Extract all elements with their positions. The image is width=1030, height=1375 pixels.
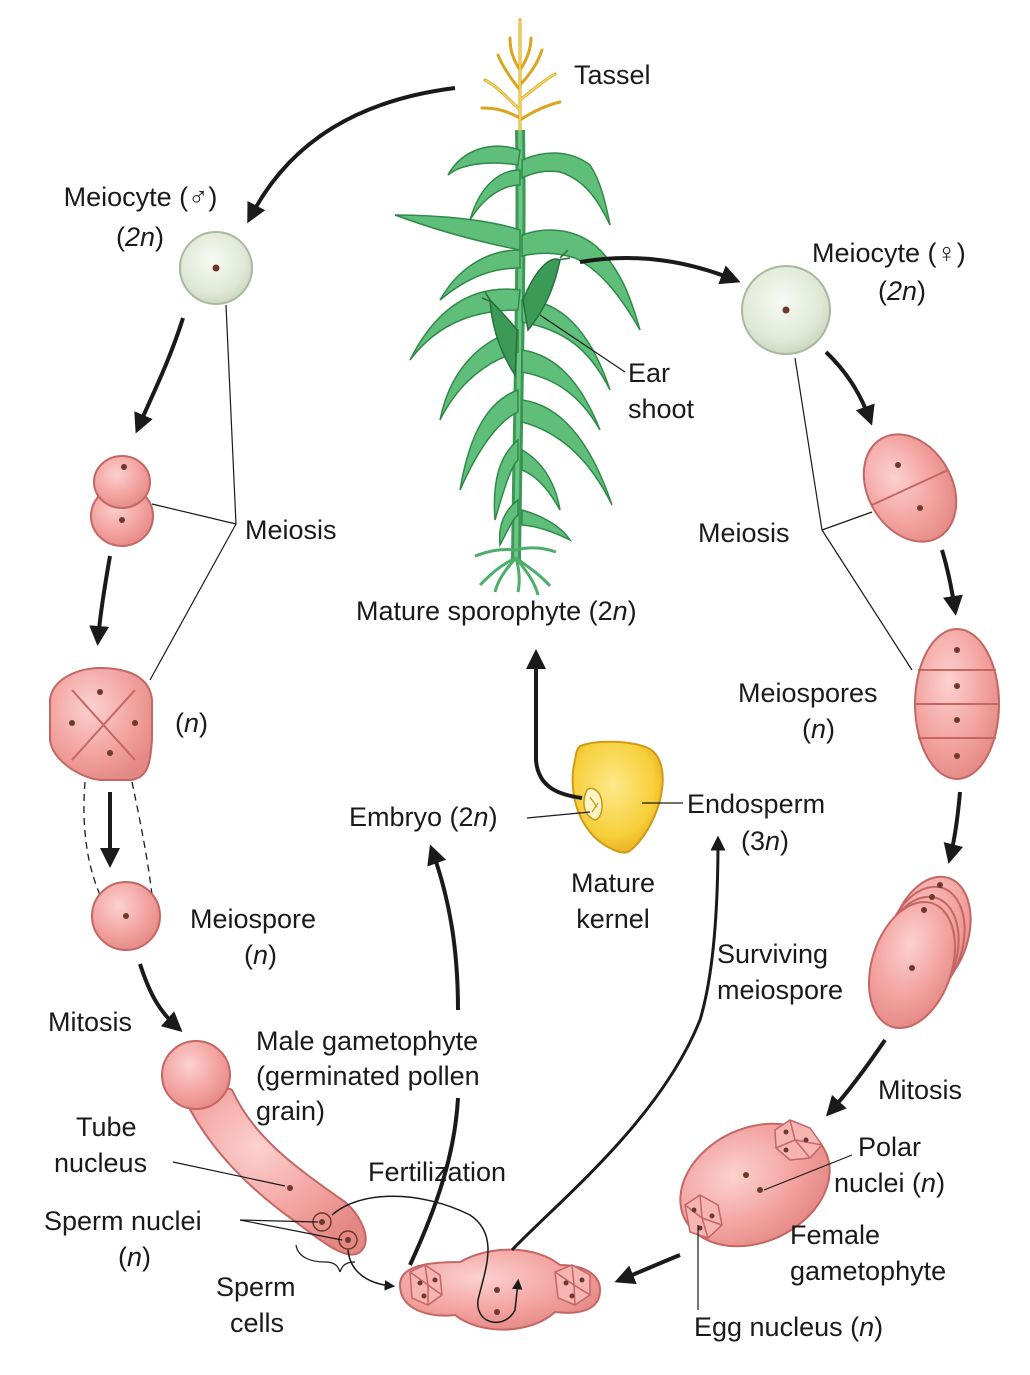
female-gametophyte-label-2: gametophyte <box>790 1256 947 1286</box>
polar-nuclei-text: nuclei ( <box>834 1168 922 1198</box>
male-meiospore-nucleus <box>123 913 129 919</box>
embryo-label: Embryo (2n) <box>349 802 498 832</box>
meiospore-ploidy: (n) <box>244 940 278 970</box>
male-meiocyte-nucleus <box>212 264 220 272</box>
endosperm-ploidy: (3n) <box>741 826 790 856</box>
polar-nuclei-n: n <box>921 1168 937 1198</box>
male-meiocyte-label: Meiocyte (♂) <box>63 182 218 212</box>
tube-nucleus-label-1: Tube <box>76 1112 137 1142</box>
tetrad-ploidy-label: (n) <box>175 708 209 738</box>
arrow-female-meiocyte-to-dyad <box>824 350 875 426</box>
corn-plant <box>394 18 641 596</box>
male-gametophyte-label-2: (germinated pollen <box>256 1061 480 1091</box>
mature-sporophyte-n: n <box>612 596 628 626</box>
mature-sporophyte-label: Mature sporophyte (2n) <box>356 596 637 626</box>
arrow-dyad-to-tetrad <box>89 555 112 646</box>
sperm-nuclei-ploidy-value: n <box>127 1242 143 1272</box>
tube-nucleus-label-2: nucleus <box>54 1148 148 1178</box>
arrow-to-embryo <box>408 850 460 1266</box>
endosperm-ploidy-prefix: (3 <box>741 826 766 856</box>
mitosis-right-label: Mitosis <box>878 1075 963 1105</box>
meiospore-ploidy-value: n <box>253 940 269 970</box>
sperm-cells-label-2: cells <box>230 1308 285 1338</box>
arrow-to-endosperm <box>510 835 726 1252</box>
arrow-meiocyte-to-dyad <box>134 317 185 434</box>
mature-kernel-label-1: Mature <box>570 868 656 898</box>
meiosis-right-label: Meiosis <box>698 518 790 548</box>
male-meiocyte-ploidy-value: 2n <box>124 222 156 252</box>
surviving-meiospore-label-2: meiospore <box>717 975 844 1005</box>
sperm-nuclei-label: Sperm nuclei <box>44 1206 202 1236</box>
mature-kernel-label-2: kernel <box>576 904 650 934</box>
male-gametophyte-label-3: grain) <box>256 1096 326 1126</box>
tassel-label: Tassel <box>574 60 651 90</box>
arrow-tassel-to-male-meiocyte <box>247 86 456 224</box>
arrow-meiospores-to-surviving <box>943 791 964 864</box>
fertilization-label: Fertilization <box>368 1157 507 1187</box>
ear-shoot-pointer <box>539 314 626 373</box>
polar-nuclei-label-2: nuclei (n) <box>834 1168 946 1198</box>
endosperm-n: n <box>765 826 781 856</box>
dashed-line-right <box>131 781 153 896</box>
sperm-path-line <box>331 1195 523 1324</box>
female-dyad <box>862 433 958 543</box>
female-meiocyte-ploidy: (2n) <box>878 276 927 306</box>
surviving-meiospore-label-1: Surviving <box>717 939 829 969</box>
female-gametophyte <box>679 1119 831 1248</box>
arrow-plant-to-female-meiocyte <box>579 256 741 285</box>
dashed-line-left <box>83 781 101 896</box>
meiospore-label: Meiospore <box>190 904 317 934</box>
meiosis-left-label: Meiosis <box>245 515 337 545</box>
arrow-mitosis-female <box>825 1038 887 1117</box>
arrow-female-gametophyte-to-fertilization <box>614 1253 681 1285</box>
polar-nuclei-label-1: Polar <box>858 1132 922 1162</box>
female-meiocyte-label: Meiocyte (♀) <box>812 238 966 268</box>
tetrad-ploidy-value: n <box>184 708 200 738</box>
egg-nucleus-n: n <box>859 1312 875 1342</box>
male-meiocyte-ploidy: (2n) <box>115 222 165 252</box>
meiospores-label: Meiospores <box>738 678 878 708</box>
male-dyad <box>90 455 154 547</box>
female-meiocyte-nucleus <box>782 306 790 314</box>
pointer-lines <box>149 304 913 1310</box>
ear-shoot-label-1: Ear <box>628 358 671 388</box>
female-gametophyte-label-1: Female <box>790 1220 881 1250</box>
ear-shoot-label-2: shoot <box>628 394 695 424</box>
male-tetrad <box>49 666 153 781</box>
egg-nucleus-label: Egg nucleus (n) <box>694 1312 884 1342</box>
meiospores-ploidy: (n) <box>802 714 836 744</box>
male-gametophyte-label-1: Male gametophyte <box>256 1026 479 1056</box>
sperm-cells-label-1: Sperm <box>216 1272 296 1302</box>
female-linear-tetrad <box>914 628 1000 780</box>
arrow-dyad-to-meiospores <box>940 549 963 616</box>
surviving-meiospore <box>867 875 972 1030</box>
sperm-to-sac-line <box>347 1249 396 1291</box>
mitosis-left-label: Mitosis <box>48 1007 133 1037</box>
male-gametophyte-pollen-tube <box>161 1040 367 1256</box>
endosperm-label: Endosperm <box>687 789 826 819</box>
mature-kernel <box>571 740 664 854</box>
embryo-pointer <box>526 811 591 819</box>
embryo-text: Embryo (2 <box>349 802 474 832</box>
female-meiocyte-ploidy-value: 2n <box>887 276 918 306</box>
egg-nucleus-text: Egg nucleus ( <box>694 1312 860 1342</box>
arrow-mitosis-male <box>138 963 183 1032</box>
mature-sporophyte-text: Mature sporophyte (2 <box>356 596 613 626</box>
embryo-n: n <box>473 802 489 832</box>
sperm-nuclei-ploidy: (n) <box>118 1242 152 1272</box>
meiospores-ploidy-value: n <box>811 714 827 744</box>
arrow-kernel-to-sporophyte <box>526 649 583 800</box>
fertilized-embryo-sac <box>398 1248 602 1331</box>
